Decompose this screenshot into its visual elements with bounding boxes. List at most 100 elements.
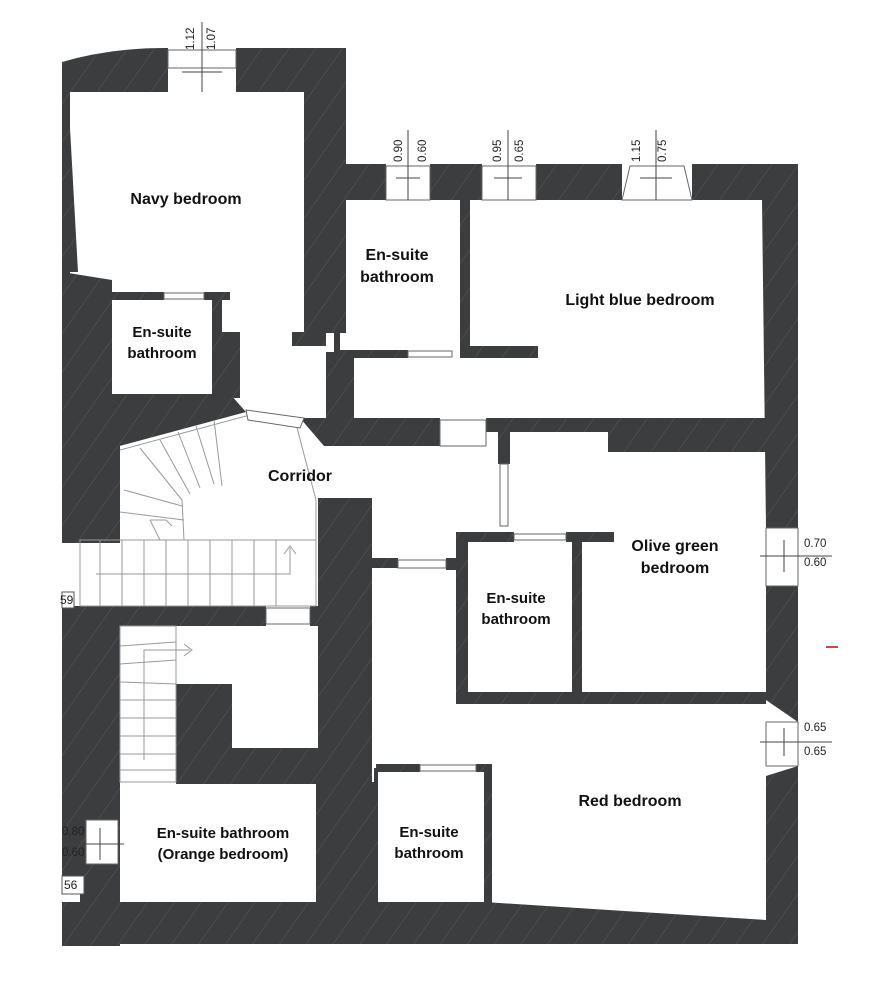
wall-bottom-left xyxy=(62,902,90,946)
dim-w2-a: 0.90 xyxy=(393,139,405,162)
wall-olive-corridor-jamb xyxy=(446,558,456,570)
door-light-blue xyxy=(439,419,487,447)
window-olive xyxy=(765,527,799,587)
wall-stair-top2 xyxy=(310,606,320,626)
wall-ensuite-top-left xyxy=(334,200,340,352)
dimension-ticks xyxy=(62,22,832,860)
wall-stair-top xyxy=(80,606,266,626)
wall-red-ensuite-top xyxy=(376,764,420,772)
wall-window-flare-1 xyxy=(380,164,386,200)
walls xyxy=(62,48,798,946)
room-label-ensuite-olive: En-suite bathroom xyxy=(481,590,551,628)
dim-w3-a: 0.95 xyxy=(492,139,504,162)
wall-top-row2 xyxy=(536,164,622,200)
dim-w1-b: 1.07 xyxy=(206,27,218,50)
dim-w3-b: 0.65 xyxy=(514,139,526,162)
wall-ensuite-top-right xyxy=(460,200,470,358)
wall-navy-door-left xyxy=(292,332,326,346)
wall-tick-1 xyxy=(62,662,84,670)
wall-olive-ensuite-top2 xyxy=(566,532,614,542)
wall-stair-inner xyxy=(176,684,232,782)
room-label-ensuite-navy: En-suite bathroom xyxy=(127,324,197,362)
room-label-corridor: Corridor xyxy=(268,468,332,485)
wall-top-row3 xyxy=(692,164,798,200)
wall-olive-left-jamb xyxy=(498,432,510,464)
edge-tag-56: 56 xyxy=(64,878,78,892)
door-red-corridor xyxy=(397,559,447,569)
wall-navy-ensuite-right xyxy=(212,300,222,398)
wall-olive-ensuite-mid xyxy=(572,542,582,702)
door-red-ensuite xyxy=(419,764,477,772)
room-label-navy-bedroom: Navy bedroom xyxy=(130,191,242,208)
room-label-light-blue-bedroom: Light blue bedroom xyxy=(565,292,715,309)
wall-corridor-upper-left xyxy=(112,412,246,448)
room-label-ensuite-top: En-suite bathroom xyxy=(360,247,434,286)
dim-w1-a: 1.12 xyxy=(185,27,197,50)
door-navy-corridor xyxy=(245,409,305,429)
stairs-lower-flight xyxy=(119,625,193,783)
wall-top-navy xyxy=(62,48,168,68)
room-label-olive-green-bedroom: Olive green bedroom xyxy=(631,538,719,577)
wall-navy-ensuite-top2 xyxy=(204,292,230,300)
wall-olive-bottom xyxy=(456,692,766,704)
tag-59-box xyxy=(61,591,75,609)
wall-corridor-top-right2 xyxy=(486,418,798,432)
wall-stair-left xyxy=(80,606,120,946)
wall-top-row xyxy=(430,164,482,200)
tag-56-box xyxy=(61,875,85,895)
dim-w7-a: 0.80 xyxy=(62,826,85,838)
window-light-blue-1 xyxy=(481,165,537,201)
wall-tick-2 xyxy=(62,732,84,740)
dim-w7-b: 0.60 xyxy=(62,847,85,859)
wall-olive-ensuite-top xyxy=(456,532,514,542)
wall-central-pillar-b xyxy=(372,558,398,568)
wall-corridor-top-right xyxy=(300,418,440,446)
wall-navy-top-inner xyxy=(68,68,160,92)
dim-w4-a: 1.15 xyxy=(631,139,643,162)
window-red xyxy=(765,721,799,767)
wall-olive-top xyxy=(608,432,798,452)
door-olive-ensuite xyxy=(513,533,567,541)
wall-corridor-upper-band xyxy=(326,352,354,418)
accent-mark xyxy=(826,646,838,648)
door-navy-ensuite xyxy=(163,292,205,300)
dim-w5-a: 0.70 xyxy=(804,538,827,550)
wall-ensuite-top-bottom xyxy=(334,350,408,358)
window-light-blue-2 xyxy=(621,165,693,201)
wall-right-exterior-bot xyxy=(766,766,798,940)
wall-right-exterior-mid xyxy=(766,586,798,722)
wall-navy-ensuite-right2 xyxy=(222,332,240,398)
wall-above-ensuite-top xyxy=(346,164,386,200)
room-label-ensuite-orange: En-suite bathroom (Orange bedroom) xyxy=(156,825,290,863)
wall-red-ensuite-left xyxy=(374,768,378,904)
wall-right-exterior-top xyxy=(762,200,798,528)
wall-red-ensuite-right xyxy=(484,764,492,904)
door-olive xyxy=(499,463,509,527)
edge-tag-59: 59 xyxy=(60,593,74,607)
wall-navy-ensuite-bottom xyxy=(112,394,246,412)
wall-bottom-full xyxy=(90,928,798,944)
wall-orange-top xyxy=(176,772,316,784)
room-label-ensuite-red: En-suite bathroom xyxy=(394,824,464,862)
dim-w5-b: 0.60 xyxy=(804,557,827,569)
door-stair-room xyxy=(265,607,311,625)
stairs-upper-flight xyxy=(79,539,317,607)
wall-navy-ensuite-top xyxy=(100,292,164,300)
window-orange xyxy=(85,819,119,865)
dim-w2-b: 0.60 xyxy=(417,139,429,162)
wall-light-blue-inner xyxy=(470,346,538,358)
door-top-ensuite xyxy=(407,350,453,358)
wall-navy-pillar-left xyxy=(160,68,168,92)
wall-left-lower xyxy=(62,272,112,400)
wall-navy-pillar-right xyxy=(236,68,244,92)
openings xyxy=(85,49,799,865)
wall-left-slant xyxy=(62,92,78,272)
wall-orange-right xyxy=(316,782,376,908)
room-label-red-bedroom: Red bedroom xyxy=(578,793,682,810)
dim-w4-b: 0.75 xyxy=(657,139,669,162)
wall-stair-left-ext xyxy=(62,606,86,886)
wall-left-mid xyxy=(62,400,120,543)
wall-tick-3 xyxy=(62,806,84,814)
wall-olive-ensuite-left xyxy=(456,532,468,702)
